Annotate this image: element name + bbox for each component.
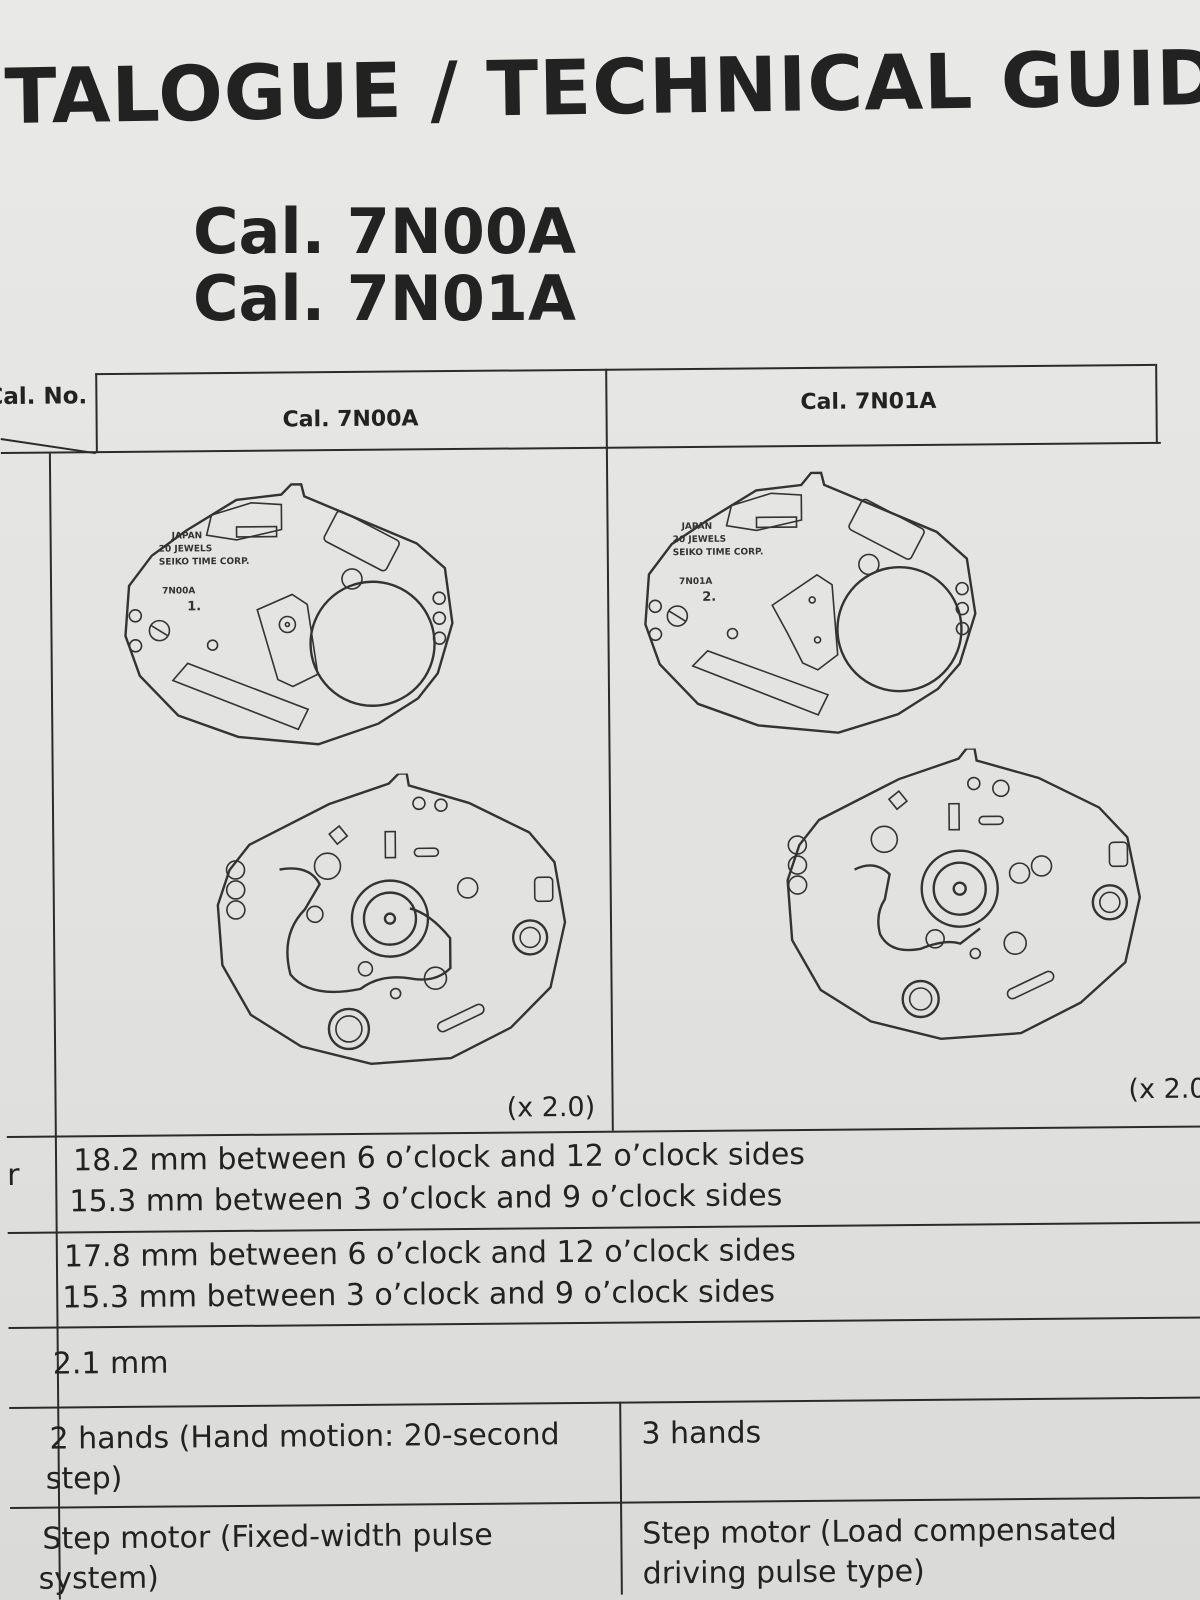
row-divider-1 xyxy=(7,1221,1200,1234)
row-divider-4 xyxy=(10,1496,1200,1509)
motor-7n01a-line-2: driving pulse type) xyxy=(642,1553,925,1592)
motor-7n01a-line-1: Step motor (Load compensated xyxy=(642,1512,1117,1552)
column-header-7n00a: Cal. 7N00A xyxy=(282,406,419,433)
specification-table: Cal. No. Cal. 7N00A Cal. 7N01A xyxy=(0,342,1200,1600)
motor-7n00a-line-2: system) xyxy=(38,1560,160,1597)
header-divider xyxy=(0,441,1161,454)
column-divider-bottom xyxy=(619,1401,623,1595)
engraving-jewels: 20 JEWELS xyxy=(159,544,213,554)
diagram-row-bottom xyxy=(6,1125,1200,1138)
dimension-row-2-line-1: 17.8 mm between 6 o’clock and 12 o’clock… xyxy=(63,1233,796,1275)
corner-label: Cal. No. xyxy=(0,383,88,411)
label-column-border xyxy=(95,373,98,454)
thickness-value: 2.1 mm xyxy=(52,1345,169,1382)
motor-7n00a-line-1: Step motor (Fixed-width pulse xyxy=(42,1517,493,1557)
column-divider-top xyxy=(605,368,614,1131)
movement-diagram-7n00a-dial-side: JAPAN 20 JEWELS SEIKO TIME CORP. 7N00A 1… xyxy=(116,473,463,761)
dimension-row-2-line-2: 15.3 mm between 3 o’clock and 9 o’clock … xyxy=(62,1274,776,1316)
hands-7n00a-line-1: 2 hands (Hand motion: 20-second xyxy=(49,1417,560,1457)
movement-diagram-7n00a-back-side xyxy=(209,772,572,1075)
scale-label-7n01a: (x 2.0 xyxy=(1128,1073,1200,1106)
engraving-jewels: 20 JEWELS xyxy=(673,535,727,545)
row-divider-2 xyxy=(8,1316,1200,1329)
page-title: TALOGUE / TECHNICAL GUIDE xyxy=(4,32,1200,141)
caliber-heading-7n00a: Cal. 7N00A xyxy=(193,195,577,268)
engraving-japan: JAPAN xyxy=(681,522,713,532)
engraving-caliber: 7N00A xyxy=(162,586,195,596)
movement-diagram-7n01a-back-side xyxy=(779,747,1147,1050)
engraving-caliber: 7N01A xyxy=(679,577,712,587)
movement-diagram-7n01a-dial-side: JAPAN 20 JEWELS SEIKO TIME CORP. 7N01A 2… xyxy=(636,463,983,751)
scale-label-7n00a: (x 2.0) xyxy=(506,1091,596,1124)
table-top-border xyxy=(95,363,1156,376)
dimension-row-1-line-2: 15.3 mm between 3 o’clock and 9 o’clock … xyxy=(69,1178,783,1220)
hands-7n01a: 3 hands xyxy=(641,1415,762,1452)
row-label-stub: r xyxy=(7,1157,20,1193)
engraving-maker: SEIKO TIME CORP. xyxy=(673,547,764,558)
engraving-maker: SEIKO TIME CORP. xyxy=(159,557,250,568)
dimension-row-1-line-1: 18.2 mm between 6 o’clock and 12 o’clock… xyxy=(72,1137,806,1179)
row-divider-3 xyxy=(9,1396,1200,1409)
caliber-heading-7n01a: Cal. 7N01A xyxy=(193,262,577,335)
engraving-number: 2. xyxy=(702,590,716,605)
engraving-number: 1. xyxy=(187,599,201,614)
table-right-border xyxy=(1155,363,1158,444)
engraving-japan: JAPAN xyxy=(171,531,203,541)
column-header-7n01a: Cal. 7N01A xyxy=(800,388,937,416)
hands-7n00a-line-2: step) xyxy=(45,1460,123,1497)
